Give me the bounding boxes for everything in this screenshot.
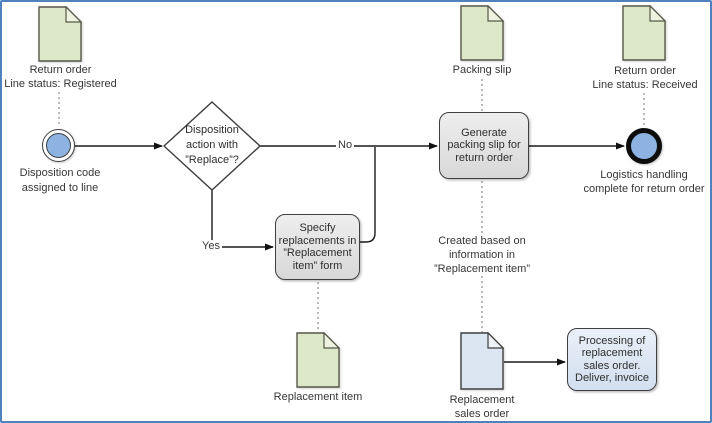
gateway-diamond (163, 101, 261, 191)
start-event-circle (42, 129, 75, 162)
document-return-order-received (622, 4, 667, 66)
label-return-order-registered: Return order Line status: Registered (4, 64, 117, 90)
document-icon (296, 331, 341, 388)
document-icon (622, 4, 667, 61)
label-replacement-sales-order: Replacement sales order (449, 394, 515, 420)
task-generate-packing-slip: Generate packing slip for return order (439, 112, 529, 179)
end-event-circle (626, 128, 662, 164)
label-packing-slip: Packing slip (452, 64, 512, 76)
flow-yes-to-specify (211, 189, 274, 251)
label-end-event: Logistics handling complete for return o… (583, 169, 705, 195)
task-specify-replacements: Specify replacements in ”Replacement ite… (275, 214, 360, 280)
document-replacement-item (296, 331, 341, 393)
edge-label-yes: Yes (200, 240, 222, 252)
start-event-core (46, 133, 71, 158)
label-return-order-received: Return order Line status: Received (592, 65, 698, 91)
label-replacement-item: Replacement item (273, 391, 363, 403)
flow-specify-merge (360, 147, 376, 243)
document-packing-slip (460, 4, 505, 66)
gateway-label: Disposition action with ”Replace”? (185, 124, 239, 166)
document-icon (460, 4, 505, 61)
edge-label-no: No (336, 139, 355, 151)
annotation-created-based-on: Created based on information in ”Replace… (417, 234, 547, 276)
task-processing-sales-order: Processing of replacement sales order. D… (567, 328, 657, 391)
document-return-order-registered (38, 5, 83, 67)
document-replacement-sales-order (460, 331, 505, 395)
document-icon (38, 5, 83, 62)
label-start-event: Disposition code assigned to line (19, 167, 101, 194)
document-icon (460, 331, 505, 390)
